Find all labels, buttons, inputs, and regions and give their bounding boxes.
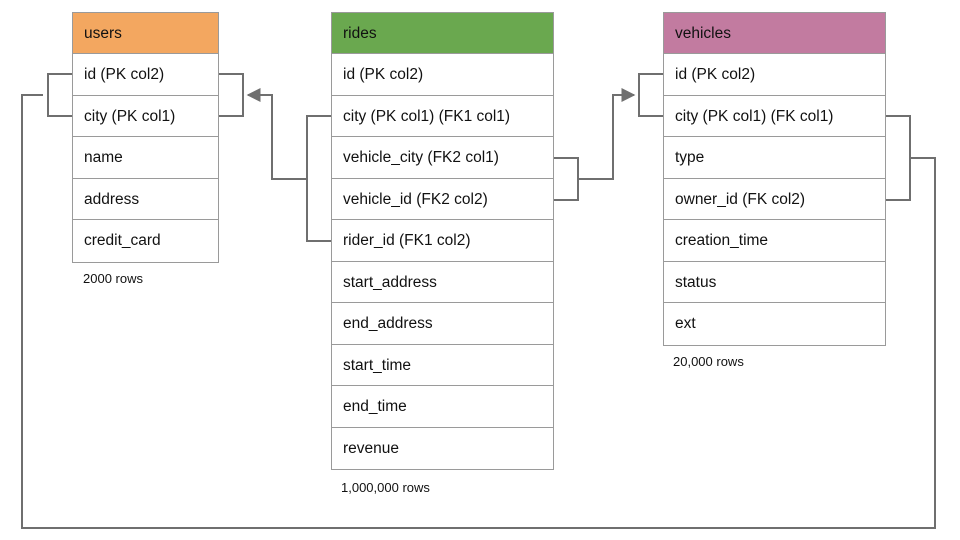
table-users-header: users [73, 13, 218, 54]
field-rides-start-address[interactable]: start_address [332, 261, 553, 303]
field-vehicles-id[interactable]: id (PK col2) [664, 54, 885, 96]
field-rides-rider-id[interactable]: rider_id (FK1 col2) [332, 220, 553, 262]
table-rides[interactable]: rides id (PK col2) city (PK col1) (FK1 c… [331, 12, 554, 470]
table-users[interactable]: users id (PK col2) city (PK col1) name a… [72, 12, 219, 263]
connector-rides-to-vehicles [578, 88, 636, 180]
field-vehicles-creation-time[interactable]: creation_time [664, 220, 885, 262]
row-count-vehicles: 20,000 rows [673, 354, 744, 369]
field-vehicles-type[interactable]: type [664, 137, 885, 179]
users-right-bracket [219, 73, 244, 117]
field-users-city[interactable]: city (PK col1) [73, 95, 218, 137]
table-vehicles[interactable]: vehicles id (PK col2) city (PK col1) (FK… [663, 12, 886, 346]
field-rides-city[interactable]: city (PK col1) (FK1 col1) [332, 95, 553, 137]
table-vehicles-title: vehicles [675, 25, 731, 42]
vehicles-right-bracket [886, 115, 911, 201]
connector-vehicles-to-users [21, 94, 936, 529]
table-rides-title: rides [343, 25, 377, 42]
vehicles-left-bracket [638, 73, 663, 117]
row-count-rides: 1,000,000 rows [341, 480, 430, 495]
field-vehicles-city[interactable]: city (PK col1) (FK col1) [664, 95, 885, 137]
field-vehicles-ext[interactable]: ext [664, 303, 885, 345]
field-rides-start-time[interactable]: start_time [332, 344, 553, 386]
field-rides-end-address[interactable]: end_address [332, 303, 553, 345]
field-rides-end-time[interactable]: end_time [332, 386, 553, 428]
row-count-users: 2000 rows [83, 271, 143, 286]
field-rides-vehicle-city[interactable]: vehicle_city (FK2 col1) [332, 137, 553, 179]
field-rides-revenue[interactable]: revenue [332, 427, 553, 469]
rides-left-bracket [306, 115, 331, 242]
field-users-credit-card[interactable]: credit_card [73, 220, 218, 262]
table-users-title: users [84, 25, 122, 42]
table-vehicles-header: vehicles [664, 13, 885, 54]
field-rides-vehicle-id[interactable]: vehicle_id (FK2 col2) [332, 178, 553, 220]
field-rides-id[interactable]: id (PK col2) [332, 54, 553, 96]
connector-rides-to-users [246, 88, 307, 180]
field-users-name[interactable]: name [73, 137, 218, 179]
field-vehicles-status[interactable]: status [664, 261, 885, 303]
table-rides-header: rides [332, 13, 553, 54]
field-vehicles-owner-id[interactable]: owner_id (FK col2) [664, 178, 885, 220]
rides-right-bracket [554, 157, 579, 201]
field-users-id[interactable]: id (PK col2) [73, 54, 218, 96]
users-left-bracket [47, 73, 72, 117]
field-users-address[interactable]: address [73, 178, 218, 220]
